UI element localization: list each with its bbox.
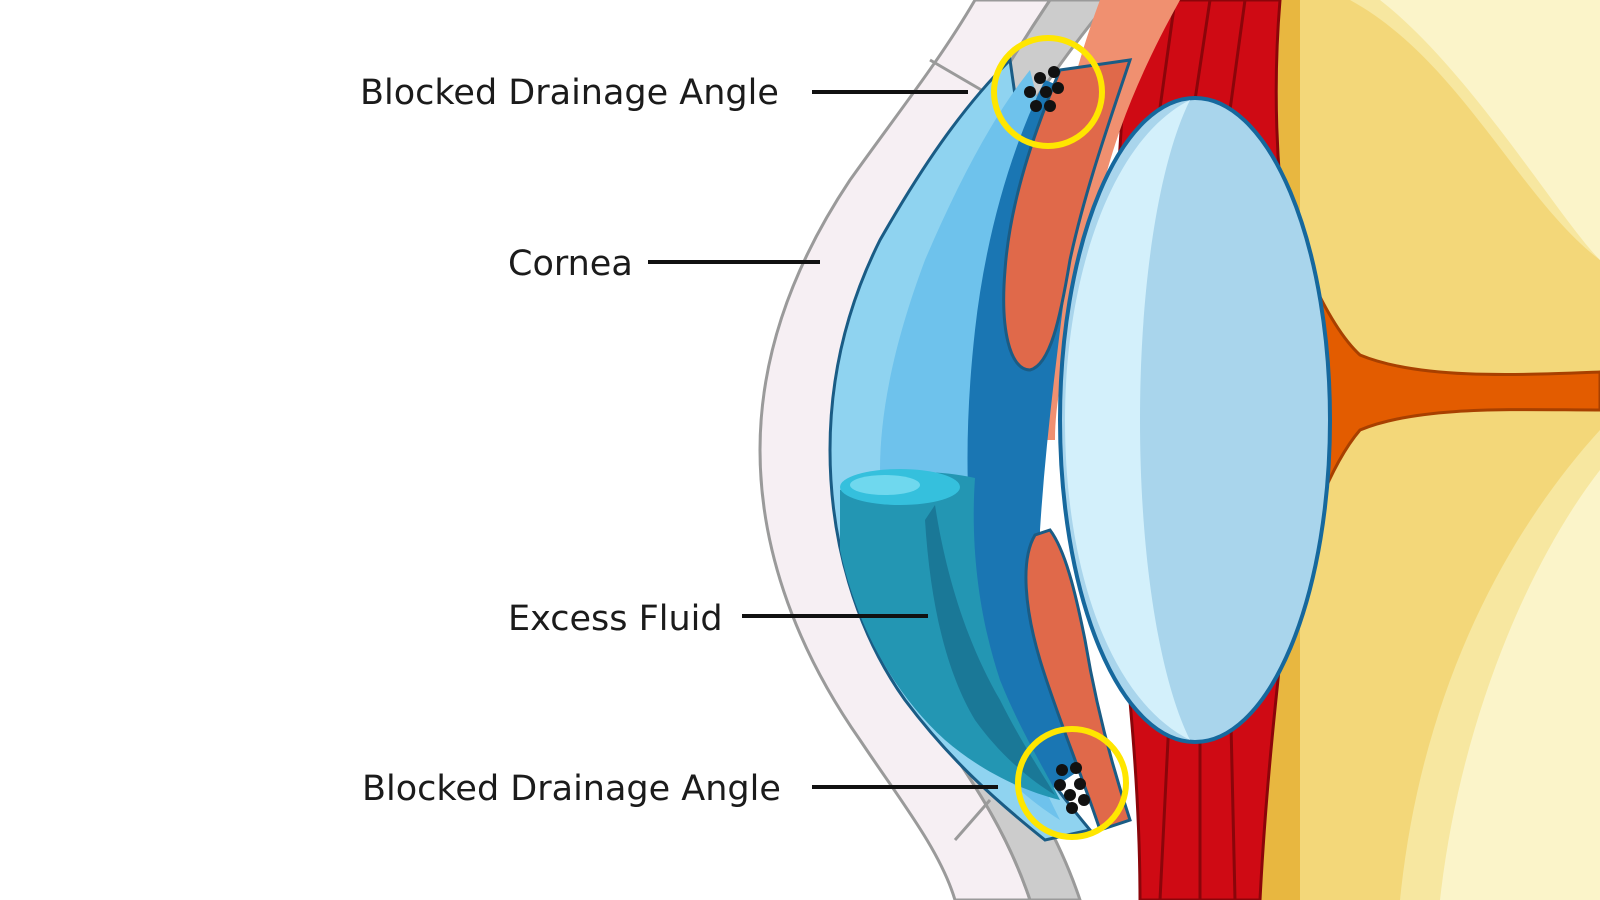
iris xyxy=(1002,58,1133,832)
excess-fluid xyxy=(840,469,1060,800)
label-blocked-drainage-angle-top: Blocked Drainage Angle xyxy=(360,73,779,113)
blocked-angle-top-marker xyxy=(991,35,1105,149)
blocked-angle-bottom-marker xyxy=(1015,726,1129,840)
label-blocked-drainage-angle-bottom: Blocked Drainage Angle xyxy=(362,769,781,809)
label-excess-fluid: Excess Fluid xyxy=(508,599,723,639)
label-cornea: Cornea xyxy=(508,244,633,284)
blockage-particles-bottom xyxy=(1054,762,1090,814)
blockage-particles-top xyxy=(1024,66,1064,112)
lens xyxy=(1058,96,1332,744)
